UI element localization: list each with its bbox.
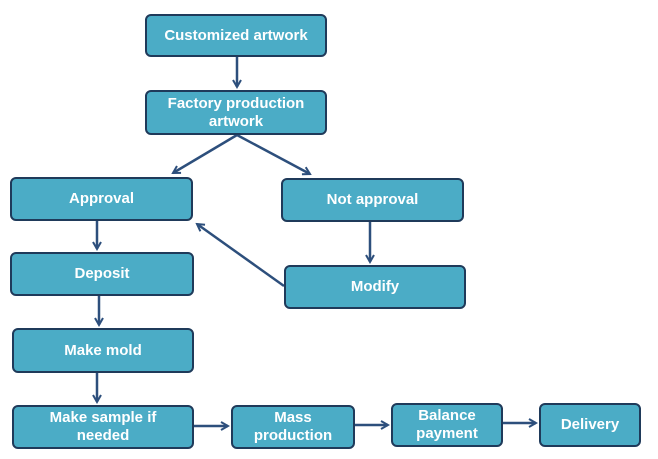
node-factory-production-artwork: Factory production artwork <box>145 90 327 135</box>
arrow-factory-to-approval <box>173 133 238 175</box>
node-approval: Approval <box>10 177 193 221</box>
node-mass-production: Mass production <box>231 405 355 449</box>
node-customized-artwork: Customized artwork <box>145 14 327 57</box>
node-not-approval: Not approval <box>281 178 464 222</box>
node-make-sample-if-needed: Make sample if needed <box>12 405 194 449</box>
node-make-mold: Make mold <box>12 328 194 373</box>
node-modify: Modify <box>284 265 466 309</box>
node-deposit: Deposit <box>10 252 194 296</box>
node-delivery: Delivery <box>539 403 641 447</box>
arrow-modify-to-approval <box>197 224 285 288</box>
arrow-factory-to-not-approval <box>236 133 310 174</box>
node-balance-payment: Balance payment <box>391 403 503 447</box>
